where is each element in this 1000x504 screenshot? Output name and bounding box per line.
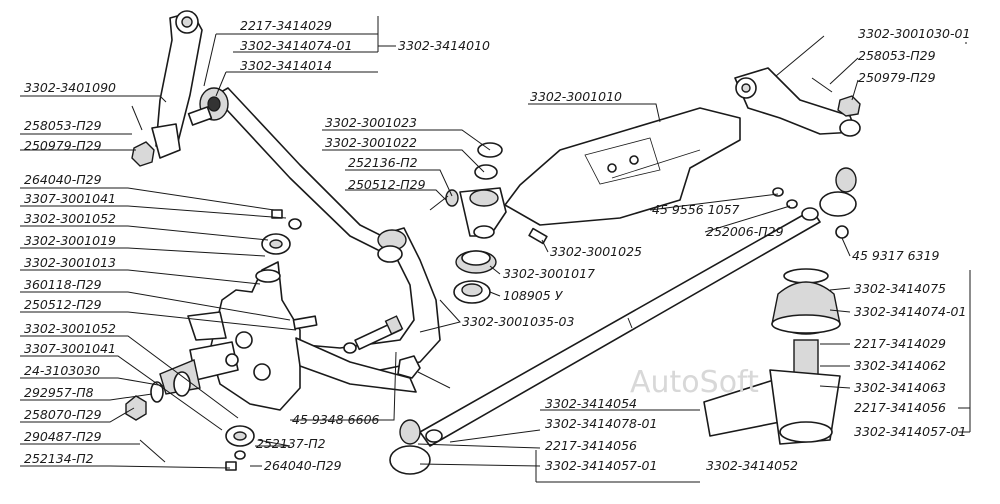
label-252137-p2: 252137-П2 — [256, 436, 326, 451]
label-3302-3001017: 3302-3001017 — [503, 266, 595, 281]
label-3302-3414078-01: 3302-3414078-01 — [545, 416, 657, 431]
label-258053-p29-left: 258053-П29 — [24, 118, 102, 133]
idler-washers — [429, 142, 548, 304]
label-3302-3414074-01-right: 3302-3414074-01 — [854, 304, 966, 319]
label-3302-3414075: 3302-3414075 — [854, 281, 946, 296]
label-252134-p2: 252134-П2 — [24, 451, 94, 466]
label-3302-3001052-top: 3302-3001052 — [24, 211, 116, 226]
steering-knuckle — [159, 261, 301, 411]
label-360118-p29: 360118-П29 — [24, 277, 102, 292]
label-3302-3001013: 3302-3001013 — [24, 255, 116, 270]
idler-lever — [459, 107, 741, 239]
label-3302-3414057-01-bottom: 3302-3414057-01 — [545, 458, 657, 473]
label-45-9317-6319: 45 9317 6319 — [852, 248, 940, 263]
label-3302-3414074-01-top: 3302-3414074-01 — [240, 38, 352, 53]
label-3302-3001035-03: 3302-3001035-03 — [462, 314, 574, 329]
kingpin-cap-lower — [225, 425, 255, 471]
label-264040-p29-top: 264040-П29 — [24, 172, 102, 187]
pitman-arm — [151, 10, 203, 159]
label-250512-p29-mid: 250512-П29 — [348, 177, 426, 192]
label-3302-3001023: 3302-3001023 — [325, 115, 417, 130]
label-3302-3414014: 3302-3414014 — [240, 58, 332, 73]
nut-arm-lower — [397, 355, 451, 389]
watermark: AutoSoft — [630, 365, 759, 400]
ball-joint-enlarged — [703, 268, 841, 445]
label-3302-3001030-01: 3302-3001030-01 — [858, 26, 970, 41]
label-250979-p29-right: 250979-П29 — [858, 70, 936, 85]
label-250512-p29-left: 250512-П29 — [24, 297, 102, 312]
label-2217-3414029-right: 2217-3414029 — [854, 336, 946, 351]
label-3302-3001025: 3302-3001025 — [550, 244, 642, 259]
label-290487-p29: 290487-П29 — [24, 429, 102, 444]
pitman-cotter-nut — [131, 105, 155, 167]
label-3302-3414063: 3302-3414063 — [854, 380, 946, 395]
kingpin-cap-upper — [261, 209, 302, 255]
label-108905-u: 108905 У — [503, 288, 564, 303]
label-3302-3001022: 3302-3001022 — [325, 135, 417, 150]
label-252136-p2: 252136-П2 — [348, 155, 418, 170]
right-idler-arm — [734, 67, 861, 137]
label-3302-3414052: 3302-3414052 — [706, 458, 798, 473]
label-252006-p29: 252006-П29 — [706, 224, 784, 239]
label-3302-3001010: 3302-3001010 — [530, 89, 622, 104]
tie-rod-long — [419, 209, 821, 447]
tie-rod-end-left — [389, 419, 443, 475]
label-3302-3414010: 3302-3414010 — [398, 38, 490, 53]
part-labels: 2217-3414029 3302-3414074-01 3302-341401… — [24, 18, 970, 473]
label-3302-3401090: 3302-3401090 — [24, 80, 116, 95]
knuckle-bolt — [292, 315, 318, 330]
label-3302-3001052-bottom: 3302-3001052 — [24, 321, 116, 336]
label-250979-p29-left: 250979-П29 — [24, 138, 102, 153]
label-264040-p29-bottom: 264040-П29 — [264, 458, 342, 473]
label-24-3103030: 24-3103030 — [24, 363, 100, 378]
label-258070-p29: 258070-П29 — [24, 407, 102, 422]
label-45-9556-1057: 45 9556 1057 — [652, 202, 740, 217]
label-292957-p8: 292957-П8 — [24, 385, 94, 400]
tie-rod-end-right — [772, 167, 857, 239]
label-3302-3414062: 3302-3414062 — [854, 358, 946, 373]
label-258053-p29-right: 258053-П29 — [858, 48, 936, 63]
spindle-washer — [125, 371, 191, 463]
label-3302-3001019: 3302-3001019 — [24, 233, 116, 248]
label-3302-3414057-01-right: 3302-3414057-01 — [854, 424, 966, 439]
label-3307-3001041-bottom: 3307-3001041 — [24, 341, 116, 356]
label-45-9348-6606: 45 9348 6606 — [292, 412, 380, 427]
leader-lines — [20, 16, 971, 483]
label-2217-3414056-bottom: 2217-3414056 — [545, 438, 637, 453]
bolt-arm — [343, 315, 404, 354]
label-3302-3414054: 3302-3414054 — [545, 396, 637, 411]
label-2217-3414029-top: 2217-3414029 — [240, 18, 332, 33]
label-3307-3001041-top: 3307-3001041 — [24, 191, 116, 206]
knuckle-lower-arm — [295, 337, 417, 393]
label-2217-3414056-right: 2217-3414056 — [854, 400, 946, 415]
